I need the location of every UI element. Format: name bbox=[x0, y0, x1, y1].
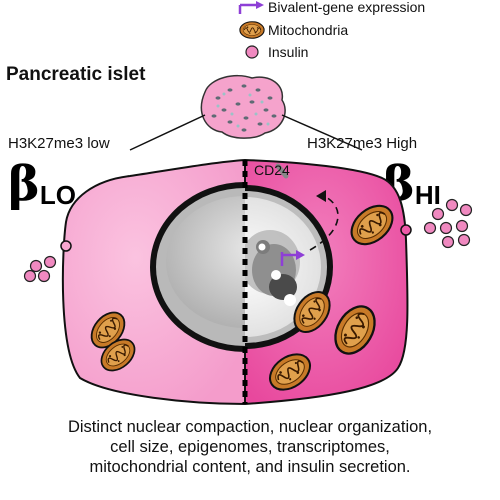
branch-line-right bbox=[281, 114, 363, 151]
export-dashed-arrow bbox=[309, 194, 339, 251]
h3k27me3-low-label: H3K27me3 low bbox=[8, 135, 110, 152]
islet-title: Pancreatic islet bbox=[6, 64, 146, 85]
bivalent-arrow-icon bbox=[238, 1, 264, 14]
branch-line-left bbox=[129, 114, 206, 151]
legend: Bivalent-gene expression Mitochondria In… bbox=[238, 0, 425, 60]
export-arrowhead bbox=[316, 190, 326, 202]
pancreatic-islet bbox=[200, 74, 286, 139]
legend-label-mitochondria: Mitochondria bbox=[268, 22, 348, 38]
h3k27me3-high-label: H3K27me3 High bbox=[307, 135, 417, 152]
beta-hi-cell bbox=[245, 158, 409, 406]
insulin-granules-right bbox=[423, 198, 473, 249]
insulin-granule-icon bbox=[245, 45, 259, 59]
bivalent-gene-arrow-icon bbox=[280, 250, 305, 266]
caption-line-2: cell size, epigenomes, transcriptomes, bbox=[110, 438, 390, 456]
cd24-label: CD24 bbox=[254, 162, 290, 178]
cd24-marker bbox=[275, 163, 289, 179]
caption-line-1: Distinct nuclear compaction, nuclear org… bbox=[68, 418, 432, 436]
compact-nucleus bbox=[166, 196, 245, 328]
caption-line-3: mitochondrial content, and insulin secre… bbox=[89, 458, 410, 476]
caption: Distinct nuclear compaction, nuclear org… bbox=[68, 418, 432, 476]
beta-lo-symbol: βLO bbox=[8, 156, 76, 212]
legend-label-insulin: Insulin bbox=[268, 44, 308, 60]
membrane-bump bbox=[400, 224, 412, 236]
mitochondrion-icon bbox=[239, 21, 265, 39]
insulin-granules-left bbox=[23, 255, 57, 283]
membrane-bump bbox=[60, 240, 72, 252]
legend-label-bivalent: Bivalent-gene expression bbox=[268, 0, 425, 15]
